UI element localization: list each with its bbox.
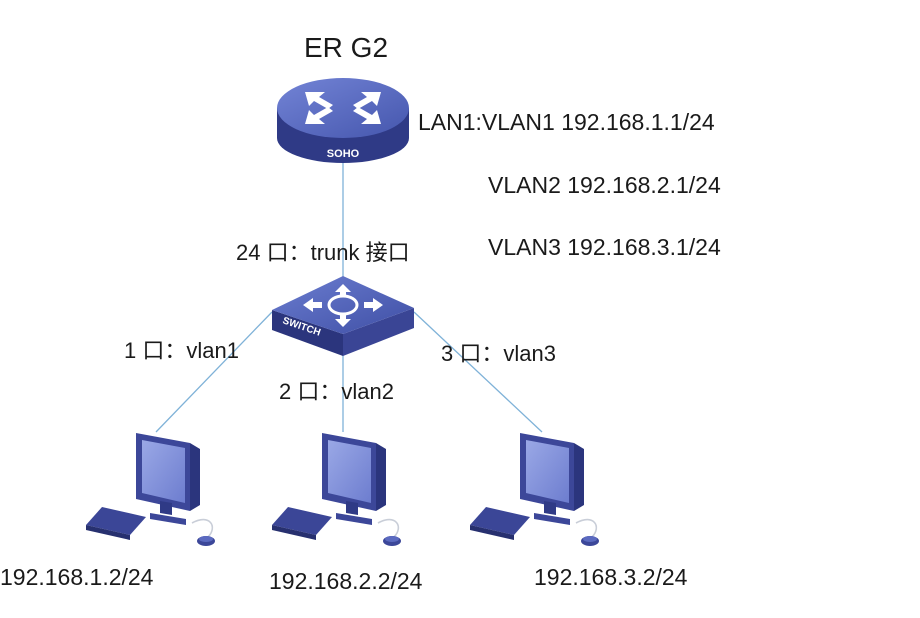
switch-icon: SWITCH bbox=[272, 276, 414, 356]
link-switch-host3 bbox=[413, 311, 543, 433]
host-2-pc-icon bbox=[271, 432, 402, 547]
router-interface-vlan2: VLAN2 192.168.2.1/24 bbox=[488, 172, 721, 198]
router-interface-vlan3: VLAN3 192.168.3.1/24 bbox=[488, 234, 721, 260]
host-3-pc-icon bbox=[469, 432, 600, 547]
switch-port-2-label: 2 口：vlan2 bbox=[279, 379, 394, 404]
host-1-pc-icon bbox=[85, 432, 216, 547]
router-name: ER G2 bbox=[304, 32, 389, 63]
links bbox=[155, 162, 543, 433]
router-interface-lan1: LAN1:VLAN1 192.168.1.1/24 bbox=[418, 109, 715, 135]
host-3-ip: 192.168.3.2/24 bbox=[534, 564, 688, 590]
router-icon: SOHO bbox=[277, 78, 409, 163]
switch-port-3-label: 3 口：vlan3 bbox=[441, 341, 556, 366]
host-2-ip: 192.168.2.2/24 bbox=[269, 568, 423, 594]
switch-uplink-port-label: 24 口：trunk 接口 bbox=[236, 240, 410, 265]
router-badge: SOHO bbox=[327, 148, 360, 160]
host-1-ip: 192.168.1.2/24 bbox=[0, 564, 154, 590]
switch-port-1-label: 1 口：vlan1 bbox=[124, 338, 239, 363]
link-switch-host1 bbox=[155, 311, 273, 433]
